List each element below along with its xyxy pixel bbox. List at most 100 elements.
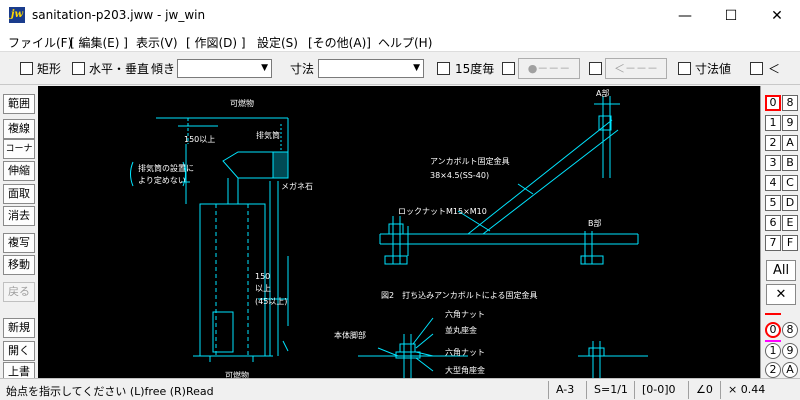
layer-all-button[interactable]: All xyxy=(766,260,796,281)
layer-group-button-9[interactable]: 9 xyxy=(782,343,798,359)
layer-button-1[interactable]: 1 xyxy=(765,115,781,131)
layer-group-button-a[interactable]: A xyxy=(782,362,798,378)
label-dim-ijo: 以上 xyxy=(255,284,271,293)
label-note-line2: より定めない xyxy=(138,175,186,185)
menu-edit[interactable]: [ 編集(E) ] xyxy=(70,36,128,50)
app-icon: jw xyxy=(9,7,25,23)
label-big-washer: 大型角座金 xyxy=(445,365,485,375)
label-dim-150: 150以上 xyxy=(184,135,215,144)
dimval-label: 寸法値 xyxy=(695,62,732,76)
hv-checkbox[interactable] xyxy=(72,62,85,75)
dim-label: 寸法 xyxy=(290,62,315,76)
layer-button-0[interactable]: 0 xyxy=(765,95,781,111)
layer-button-a[interactable]: A xyxy=(782,135,798,151)
label-part-a: A部 xyxy=(596,88,609,98)
layer-group-button-8[interactable]: 8 xyxy=(782,322,798,338)
deg15-checkbox[interactable] xyxy=(437,62,450,75)
layer-button-b[interactable]: B xyxy=(782,155,798,171)
point-button[interactable]: ●－－－ xyxy=(518,58,580,79)
layer-button-e[interactable]: E xyxy=(782,215,798,231)
status-paper[interactable]: A-3 xyxy=(556,383,575,396)
menu-file[interactable]: ファイル(F) xyxy=(8,36,73,50)
layer-x-button[interactable]: ✕ xyxy=(766,284,796,305)
close-button[interactable]: ✕ xyxy=(754,0,800,31)
tool-offset[interactable]: 複線 xyxy=(3,119,35,139)
layer-button-6[interactable]: 6 xyxy=(765,215,781,231)
label-part-b: B部 xyxy=(588,218,602,228)
layer-button-7[interactable]: 7 xyxy=(765,235,781,251)
arrow-button[interactable]: ＜－－－ xyxy=(605,58,667,79)
label-body-leg: 本体脚部 xyxy=(334,330,366,340)
label-dim-150b: 150 xyxy=(255,272,270,281)
tool-range[interactable]: 範囲 xyxy=(3,94,35,114)
tool-copy[interactable]: 複写 xyxy=(3,233,35,253)
lt-label: ＜ xyxy=(768,62,781,76)
status-scale[interactable]: S=1/1 xyxy=(594,383,628,396)
status-layer[interactable]: [0-0]0 xyxy=(642,383,676,396)
title-bar: jw sanitation-p203.jww - jw_win — ☐ ✕ xyxy=(0,0,800,31)
maximize-icon: ☐ xyxy=(724,7,738,24)
status-divider xyxy=(548,381,549,399)
tool-move[interactable]: 移動 xyxy=(3,255,35,275)
dim-select[interactable]: ▼ xyxy=(318,59,424,78)
label-hex-nut1: 六角ナット xyxy=(445,309,485,319)
label-note-line1: 排気筒の設置に xyxy=(138,163,194,173)
menu-view[interactable]: 表示(V) xyxy=(136,36,178,50)
layer-group-button-0[interactable]: 0 xyxy=(765,322,781,338)
menu-bar: ファイル(F) [ 編集(E) ] 表示(V) [ 作図(D) ] 設定(S) … xyxy=(0,31,800,52)
rect-checkbox[interactable] xyxy=(20,62,33,75)
label-flat-washer: 並丸座金 xyxy=(445,325,477,335)
layer-button-d[interactable]: D xyxy=(782,195,798,211)
figure-caption: 図2 打ち込みアンカボルトによる固定金具 xyxy=(381,290,538,300)
tool-save[interactable]: 上書 xyxy=(3,362,35,382)
layer-button-4[interactable]: 4 xyxy=(765,175,781,191)
layer-group-button-1[interactable]: 1 xyxy=(765,343,781,359)
angle-select[interactable]: ▼ xyxy=(177,59,272,78)
layer-group-indicator xyxy=(765,313,781,315)
tool-corner[interactable]: コーナー xyxy=(3,139,35,172)
chevron-down-icon: ▼ xyxy=(413,63,420,73)
minimize-button[interactable]: — xyxy=(662,0,708,31)
maximize-button[interactable]: ☐ xyxy=(708,0,754,31)
label-hex-nut2: 六角ナット xyxy=(445,347,485,357)
tool-chamfer[interactable]: 面取 xyxy=(3,184,35,204)
status-bar: 始点を指示してください (L)free (R)Read A-3 S=1/1 [0… xyxy=(0,378,800,400)
close-icon: ✕ xyxy=(771,7,783,24)
tool-new[interactable]: 新規 xyxy=(3,318,35,338)
left-tool-panel: 範囲 複線 コーナー 伸縮 面取 消去 複写 移動 戻る 新規 開く 上書 xyxy=(0,86,38,382)
point-checkbox[interactable] xyxy=(502,62,515,75)
toolbar: 矩形 水平・垂直 傾き ▼ 寸法 ▼ 15度毎 ●－－－ ＜－－－ 寸法値 ＜ xyxy=(0,52,800,85)
label-dim-45: (45以上) xyxy=(255,297,287,306)
layer-button-f[interactable]: F xyxy=(782,235,798,251)
label-combustible-bottom: 可燃物 xyxy=(225,370,249,378)
arrow-checkbox[interactable] xyxy=(589,62,602,75)
layer-button-3[interactable]: 3 xyxy=(765,155,781,171)
dimval-checkbox[interactable] xyxy=(678,62,691,75)
menu-draw[interactable]: [ 作図(D) ] xyxy=(186,36,246,50)
layer-button-9[interactable]: 9 xyxy=(782,115,798,131)
status-angle[interactable]: ∠0 xyxy=(696,383,713,396)
lt-checkbox[interactable] xyxy=(750,62,763,75)
status-divider xyxy=(586,381,587,399)
tool-extend[interactable]: 伸縮 xyxy=(3,161,35,181)
menu-other[interactable]: [その他(A)] xyxy=(308,36,371,50)
tool-erase[interactable]: 消去 xyxy=(3,206,35,226)
rect-label: 矩形 xyxy=(37,62,62,76)
cad-drawing: 可燃物 排気筒 150以上 排気筒の設置に より定めない メガネ石 150 以上… xyxy=(130,88,648,378)
tool-undo[interactable]: 戻る xyxy=(3,282,35,302)
label-megane: メガネ石 xyxy=(281,181,313,191)
layer-group-button-2[interactable]: 2 xyxy=(765,362,781,378)
status-divider xyxy=(688,381,689,399)
tool-open[interactable]: 開く xyxy=(3,341,35,361)
layer-button-c[interactable]: C xyxy=(782,175,798,191)
layer-button-2[interactable]: 2 xyxy=(765,135,781,151)
layer-button-8[interactable]: 8 xyxy=(782,95,798,111)
layer-button-5[interactable]: 5 xyxy=(765,195,781,211)
menu-help[interactable]: ヘルプ(H) xyxy=(378,36,433,50)
drawing-canvas[interactable]: 可燃物 排気筒 150以上 排気筒の設置に より定めない メガネ石 150 以上… xyxy=(38,86,760,378)
status-message: 始点を指示してください (L)free (R)Read xyxy=(6,385,214,398)
label-combustible-top: 可燃物 xyxy=(230,98,254,108)
status-factor[interactable]: × 0.44 xyxy=(728,383,766,396)
deg15-label: 15度毎 xyxy=(455,62,495,76)
menu-settings[interactable]: 設定(S) xyxy=(257,36,298,50)
